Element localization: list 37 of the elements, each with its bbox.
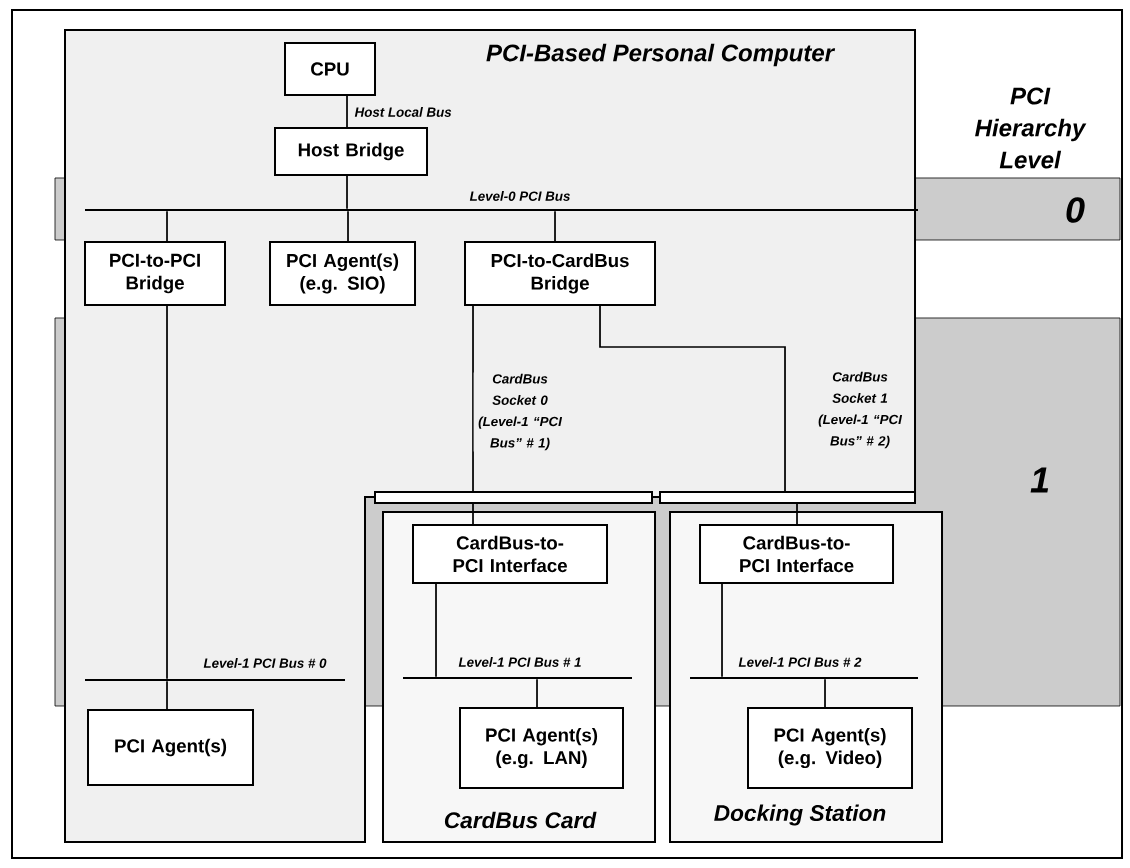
edge-label: CardBus Socket 1 (Level-1 “PCI Bus” # 2) [818, 371, 903, 449]
component-box: CPU [284, 42, 376, 96]
connector-line [554, 210, 556, 242]
connector-line [472, 305, 474, 492]
component-box: CardBus-to-PCI Interface [412, 524, 608, 584]
connector-line [796, 503, 798, 525]
edge-label: CardBus Socket 0 (Level-1 “PCI Bus” # 1) [478, 373, 563, 451]
component-box: PCI-to-PCI Bridge [84, 241, 226, 306]
connector-line [472, 503, 474, 525]
connector-line [346, 175, 348, 210]
connector-line [599, 305, 786, 492]
connector-line [346, 95, 348, 128]
level-heading: PCI Hierarchy Level [975, 87, 1087, 169]
level-number: 1 [1030, 467, 1049, 493]
component-box: Host Bridge [274, 127, 428, 176]
component-box: PCI Agent(s) [87, 709, 254, 786]
connector-line [166, 305, 168, 680]
component-box: PCI Agent(s) (e.g. LAN) [459, 707, 624, 789]
connector-line [166, 680, 168, 710]
bus-line: Level-1 PCI Bus # 0 [85, 658, 345, 681]
socket-bar [659, 491, 916, 504]
bus-line: Level-0 PCI Bus [85, 191, 918, 211]
level-number: 0 [1066, 197, 1085, 223]
connector-line [166, 210, 168, 242]
edge-label: Host Local Bus [354, 107, 452, 117]
connector-line [824, 678, 826, 708]
component-box: PCI-to-CardBus Bridge [464, 241, 656, 306]
connector-line [347, 210, 349, 242]
component-box: PCI Agent(s) (e.g. SIO) [269, 241, 416, 306]
component-box: CardBus-to-PCI Interface [699, 524, 894, 584]
connector-line [721, 583, 723, 678]
component-box: PCI Agent(s) (e.g. Video) [747, 707, 913, 789]
connector-line [435, 583, 437, 678]
connector-line [536, 678, 538, 708]
bus-line: Level-1 PCI Bus # 1 [403, 657, 632, 679]
socket-bar [374, 491, 653, 504]
bus-line: Level-1 PCI Bus # 2 [690, 657, 918, 679]
